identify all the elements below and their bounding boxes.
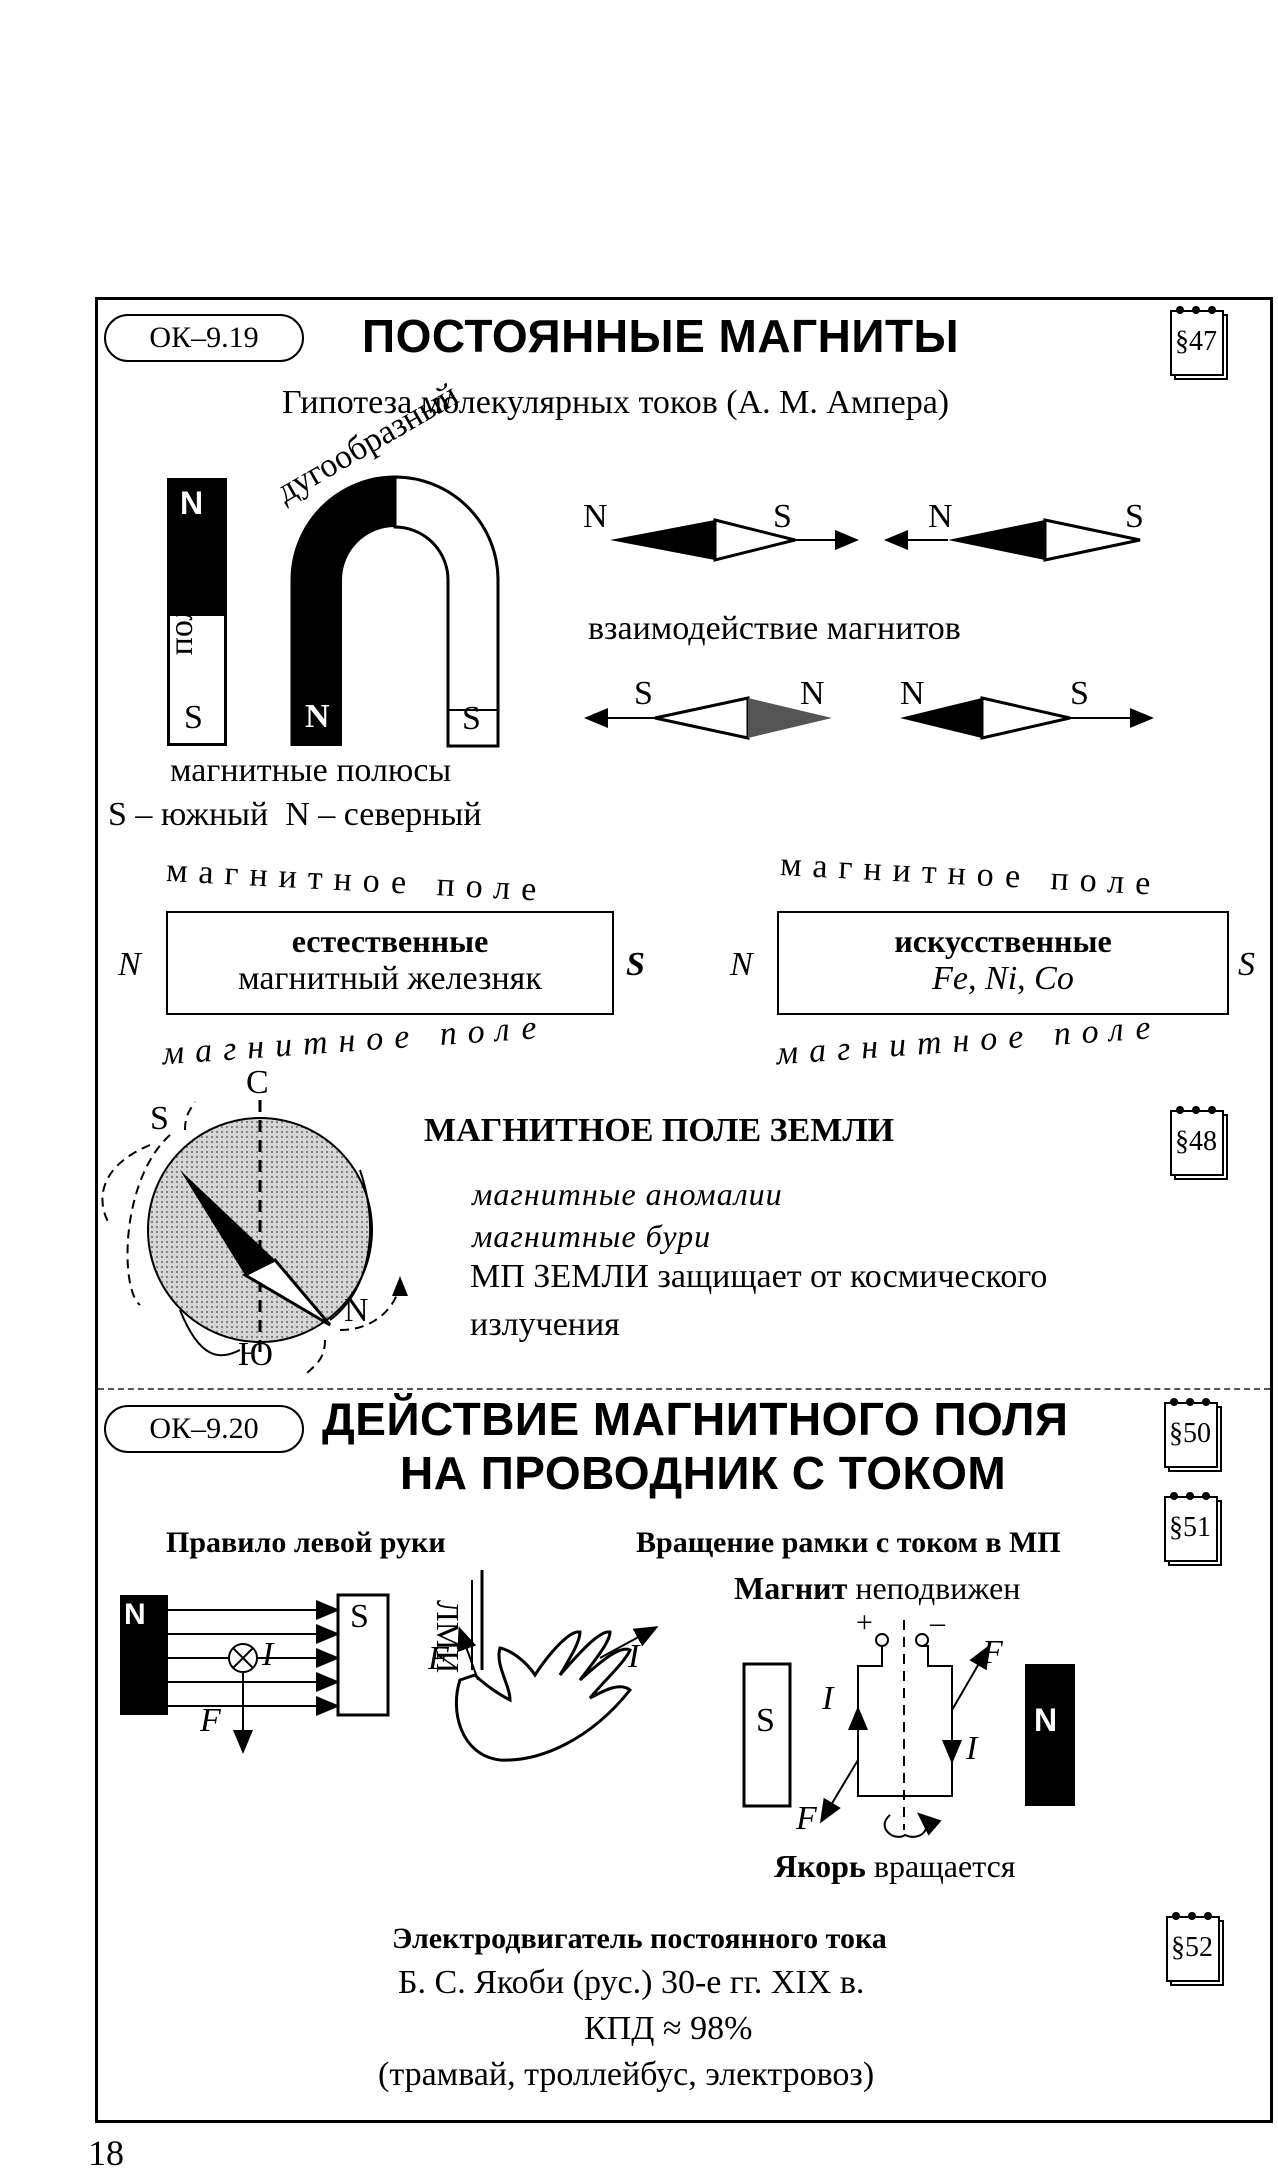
motor-title: Электродвигатель постоянного тока (392, 1922, 887, 1955)
hand-current-label: I (628, 1638, 640, 1675)
bar-pole-n: N (180, 485, 204, 521)
earth-pole-s: S (150, 1100, 169, 1137)
needle-label: S (1125, 498, 1144, 535)
magnet-word: Магнит (734, 1570, 848, 1606)
poles-legend: S – южный N – северный (108, 796, 482, 833)
current-label: I (262, 1636, 274, 1673)
horseshoe-pole-s: S (462, 700, 481, 737)
earth-title: МАГНИТНОЕ ПОЛЕ ЗЕМЛИ (424, 1112, 895, 1149)
frame-force-bottom: F (796, 1800, 817, 1837)
horseshoe-magnet (290, 475, 500, 748)
needle-label: N (900, 675, 925, 712)
section-label-oval: ОК–9.20 (104, 1405, 304, 1453)
field-pole-s: S (1238, 946, 1255, 983)
field-pole-n: N (730, 946, 753, 983)
needle-label: N (800, 675, 825, 712)
earth-north-label: С (246, 1064, 269, 1101)
minus-terminal: – (930, 1606, 945, 1639)
notepad-rings-icon (1170, 1492, 1210, 1500)
section-title-line2: НА ПРОВОДНИК С ТОКОМ (400, 1447, 1007, 1499)
conductor-in-field-diagram (120, 1593, 390, 1754)
earth-item-storms: магнитные бури (472, 1218, 712, 1254)
paragraph-ref-48: §48 (1168, 1106, 1232, 1188)
earth-globe-diagram (101, 1100, 408, 1376)
natural-title: естественные (291, 923, 489, 959)
bar-pole-s: S (184, 699, 203, 736)
magnet-rest: неподвижен (847, 1570, 1021, 1606)
horseshoe-pole-n: N (305, 698, 330, 735)
armature-word: Якорь (774, 1848, 866, 1884)
needle-label: N (583, 498, 608, 535)
earth-item-protection-cont: излучения (470, 1306, 620, 1343)
notepad-rings-icon (1172, 1912, 1212, 1920)
paragraph-ref-50: §50 (1162, 1398, 1226, 1480)
interaction-label: взаимодействие магнитов (588, 610, 961, 647)
section-title-line1: ДЕЙСТВИЕ МАГНИТНОГО ПОЛЯ (322, 1393, 1069, 1445)
needle-label: S (634, 675, 653, 712)
field-pole-s: S (626, 946, 645, 983)
plus-terminal: + (856, 1606, 873, 1639)
frame-rotation-heading: Вращение рамки с током в МП (636, 1526, 1061, 1559)
left-hand-rule-heading: Правило левой руки (166, 1526, 446, 1559)
frame-current-left: I (822, 1680, 834, 1717)
motor-applications: (трамвай, троллейбус, электровоз) (378, 2056, 875, 2093)
armature-rotates: Якорь вращается (774, 1848, 1016, 1885)
frame-magnet-n: N (1034, 1702, 1058, 1738)
earth-pole-n: N (344, 1292, 369, 1329)
notepad-rings-icon (1176, 1106, 1216, 1114)
frame-force-top: F (982, 1634, 1003, 1671)
needle-label: S (1070, 675, 1089, 712)
earth-item-protection: МП ЗЕМЛИ защищает от космического (470, 1258, 1048, 1295)
artificial-magnets-box: искусственные Fe, Ni, Co (777, 911, 1229, 1015)
content-frame (95, 297, 1273, 2123)
left-hand-diagram (454, 1570, 659, 1762)
field-pole-n: N (118, 946, 141, 983)
frame-current-right: I (966, 1730, 978, 1767)
artificial-example: Fe, Ni, Co (932, 960, 1074, 997)
field-magnet-n: N (124, 1598, 146, 1631)
needle-label: S (773, 498, 792, 535)
rotating-frame-diagram (742, 1620, 1075, 1838)
section-title: ПОСТОЯННЫЕ МАГНИТЫ (362, 310, 960, 362)
earth-item-anomalies: магнитные аномалии (472, 1176, 783, 1212)
bar-magnet: N S (167, 478, 227, 746)
natural-magnets-box: естественные магнитный железняк (166, 911, 614, 1015)
natural-example: магнитный железняк (238, 960, 542, 997)
page-number: 18 (88, 2133, 124, 2173)
motor-inventor: Б. С. Якоби (рус.) 30-е гг. XIX в. (398, 1964, 865, 2001)
notepad-rings-icon (1176, 306, 1216, 314)
magnet-interaction-diagram (584, 518, 1154, 740)
paragraph-ref-52: §52 (1164, 1912, 1228, 1994)
hand-force-label: F (428, 1640, 449, 1677)
artificial-title: искусственные (894, 923, 1112, 959)
notepad-rings-icon (1170, 1398, 1210, 1406)
magnet-stationary: Магнит неподвижен (734, 1570, 1020, 1607)
motor-efficiency: КПД ≈ 98% (584, 2010, 753, 2047)
paragraph-ref-51: §51 (1162, 1492, 1226, 1574)
subtitle: Гипотеза молекулярных токов (А. М. Ампер… (282, 384, 950, 421)
force-label: F (200, 1702, 221, 1739)
poles-caption: магнитные полюсы (170, 752, 452, 789)
section-divider (98, 1388, 1270, 1390)
armature-rest: вращается (865, 1848, 1016, 1884)
earth-south-label: Ю (238, 1336, 273, 1373)
frame-magnet-s: S (756, 1702, 775, 1739)
needle-label: N (928, 498, 953, 535)
field-magnet-s: S (350, 1598, 369, 1635)
paragraph-ref-47: §47 (1168, 306, 1232, 388)
section-label-oval: ОК–9.19 (104, 314, 304, 362)
